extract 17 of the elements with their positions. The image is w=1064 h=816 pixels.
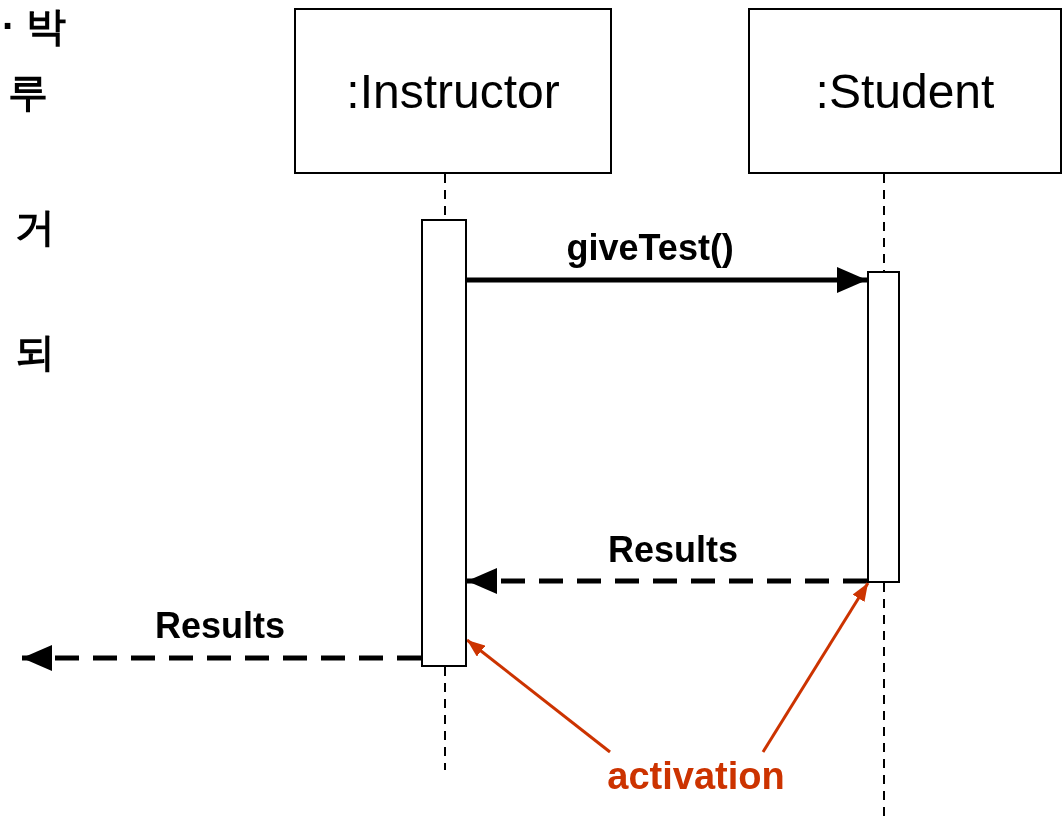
message-arrow <box>467 267 867 293</box>
leader-line <box>466 638 611 754</box>
text-fragment: · 박 <box>2 4 67 48</box>
message-arrow <box>22 645 421 671</box>
message-arrow <box>467 568 867 594</box>
text-fragment: 거 <box>15 205 55 249</box>
lifeline <box>883 173 885 272</box>
text-fragment: 루 <box>8 70 48 114</box>
lifeline <box>883 582 885 816</box>
lifeline <box>444 666 446 771</box>
object-box: :Instructor <box>294 8 612 174</box>
leader-line <box>761 582 870 753</box>
activation-bar <box>867 271 900 583</box>
callout-text: activation <box>590 752 802 800</box>
object-box: :Student <box>748 8 1062 174</box>
activation-bar <box>421 219 467 667</box>
text-fragment: 되 <box>15 330 55 374</box>
